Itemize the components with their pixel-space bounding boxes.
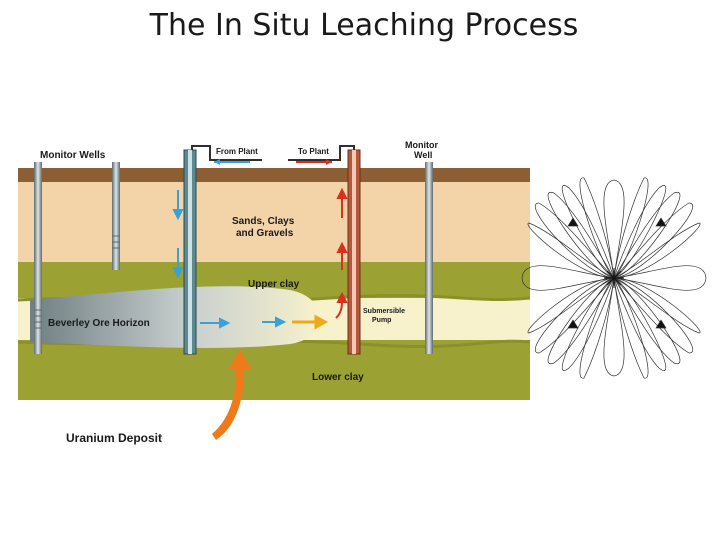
triangle-well-icon xyxy=(655,319,667,329)
ore-flow-arrow xyxy=(292,314,329,330)
slide-title: The In Situ Leaching Process xyxy=(149,8,579,43)
leach-plume xyxy=(30,286,320,348)
ore-horizon-label: Beverley Ore Horizon xyxy=(48,318,150,329)
side-loops xyxy=(521,179,707,377)
sands-layer xyxy=(18,182,530,262)
monitor-well-mid xyxy=(112,162,120,270)
uranium-deposit-label: Uranium Deposit xyxy=(66,431,162,445)
monitor-well-label-1: Monitor xyxy=(405,140,438,150)
to-plant-label: To Plant xyxy=(298,147,329,156)
pump-label-2: Pump xyxy=(372,317,391,324)
to-plant-pipe xyxy=(288,145,355,161)
upper-clay-label: Upper clay xyxy=(248,279,300,290)
from-plant-pipe xyxy=(191,145,262,161)
triangle-well-icon xyxy=(567,319,579,329)
uranium-deposit-arrow xyxy=(212,350,252,440)
upper-left-petal xyxy=(527,177,615,279)
lower-left-petal xyxy=(527,277,615,379)
from-plant-label: From Plant xyxy=(216,147,258,156)
lower-clay-label: Lower clay xyxy=(312,372,364,383)
upper-right-petal xyxy=(613,177,701,279)
sands-label-2: and Gravels xyxy=(236,228,294,239)
monitor-well-left xyxy=(34,162,42,354)
monitor-wells-label: Monitor Wells xyxy=(40,150,106,161)
monitor-well-right xyxy=(425,162,433,354)
central-well-icon xyxy=(604,268,624,288)
monitor-well-label-2: Well xyxy=(414,150,432,160)
lower-clay-layer xyxy=(18,340,530,400)
streamline-figure xyxy=(521,177,707,379)
pump-label-1: Submersible xyxy=(363,308,405,315)
injection-flow-arrows xyxy=(172,190,287,329)
triangle-well-icon xyxy=(567,217,579,227)
lower-right-petal xyxy=(613,277,701,379)
topsoil-layer xyxy=(18,168,530,182)
triangle-well-icon xyxy=(655,217,667,227)
recovery-flow-arrows xyxy=(335,187,348,319)
sands-label-1: Sands, Clays xyxy=(232,216,295,227)
